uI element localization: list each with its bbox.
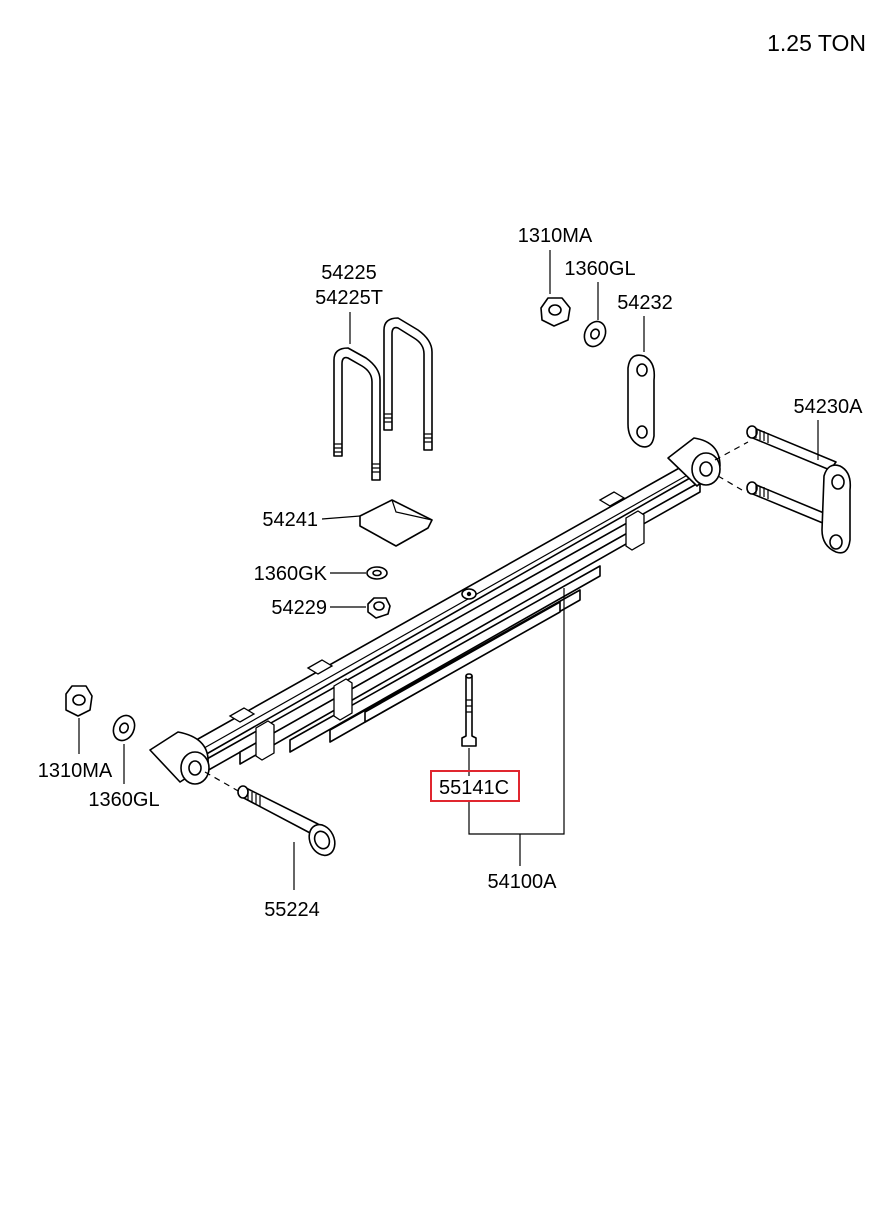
front-eye-bolt-55224: [237, 785, 336, 857]
u-bolt-pair: [333, 317, 433, 481]
spring-seat-plate: [359, 499, 433, 547]
shackle-plate-54232: [627, 354, 656, 448]
rear-spring-eye: [667, 437, 721, 487]
center-bolt-55141c: [461, 673, 477, 747]
label-1360gl-left: 1360GL: [88, 789, 159, 811]
nut-1310ma-left: [65, 685, 93, 717]
label-1310ma-left: 1310MA: [38, 760, 113, 782]
washer-1360gl-left: [112, 714, 136, 742]
nut-1310ma-top: [540, 297, 571, 327]
label-1310ma-top: 1310MA: [518, 225, 593, 247]
label-1360gl-top: 1360GL: [564, 258, 635, 280]
front-spring-eye: [149, 731, 210, 785]
nut-54229: [367, 597, 391, 619]
label-54241: 54241: [262, 509, 318, 531]
leaf-spring-assembly: [181, 461, 705, 773]
label-54230a: 54230A: [794, 396, 864, 418]
label-1360gk: 1360GK: [254, 563, 328, 585]
washer-1360gk: [366, 566, 388, 580]
label-54225: 54225: [321, 262, 377, 284]
leader-lines: [78, 250, 819, 890]
label-54225t: 54225T: [315, 287, 383, 309]
label-54232: 54232: [617, 292, 673, 314]
label-55224: 55224: [264, 899, 320, 921]
washer-1360gl-top: [583, 320, 607, 348]
label-54229: 54229: [271, 597, 327, 619]
shackle-54230a: [746, 425, 852, 554]
label-55141c: 55141C: [439, 777, 509, 799]
label-54100a: 54100A: [488, 871, 558, 893]
diagram-title: 1.25 TON: [767, 30, 866, 56]
highlight-box-55141c: [430, 770, 520, 802]
